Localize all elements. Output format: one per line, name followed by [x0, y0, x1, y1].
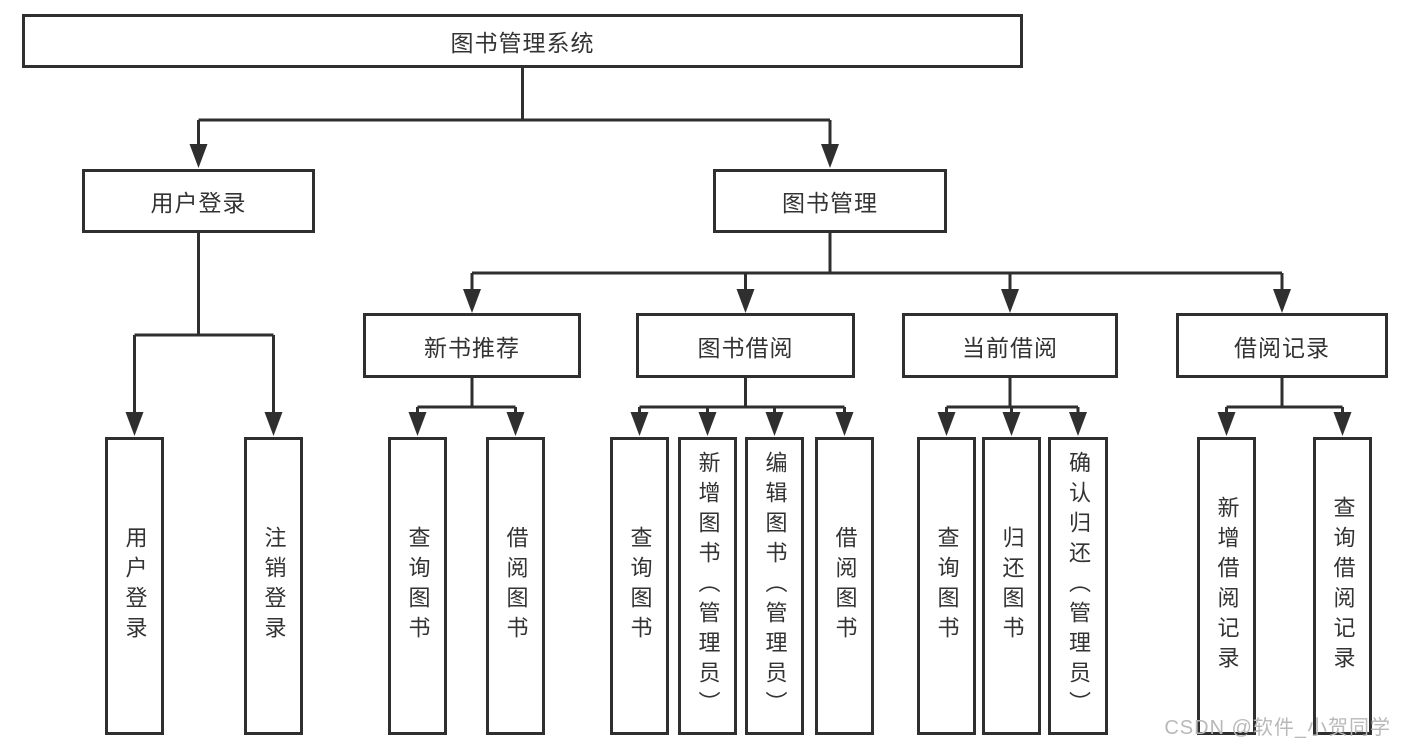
leaf-record-query-label: 查询借阅记录	[1330, 496, 1356, 676]
leaf-current-return-label: 归还图书	[999, 526, 1025, 646]
node-current-borrow-label: 当前借阅	[962, 334, 1058, 361]
node-root-label: 图书管理系统	[450, 30, 595, 56]
node-borrow-record-label: 借阅记录	[1234, 334, 1330, 361]
node-book-management-label: 图书管理	[782, 190, 878, 216]
leaf-current-query: 查询图书	[917, 437, 976, 735]
node-root-system: 图书管理系统	[22, 14, 1023, 68]
leaf-borrow-add-admin: 新增图书（管理员）	[678, 437, 737, 735]
leaf-newbook-query: 查询图书	[388, 437, 447, 735]
leaf-borrow-add-admin-label: 新增图书（管理员）	[695, 451, 721, 721]
node-borrow-record: 借阅记录	[1176, 313, 1388, 378]
leaf-borrow-book: 借阅图书	[815, 437, 874, 735]
leaf-user-login-label: 用户登录	[122, 526, 148, 646]
node-book-borrow-label: 图书借阅	[697, 334, 794, 361]
node-book-borrow: 图书借阅	[636, 313, 855, 378]
leaf-current-confirm-admin: 确认归还（管理员）	[1048, 437, 1108, 735]
leaf-logout-label: 注销登录	[261, 526, 287, 646]
leaf-newbook-borrow-label: 借阅图书	[503, 526, 529, 646]
leaf-borrow-edit-admin-label: 编辑图书（管理员）	[762, 451, 788, 721]
leaf-borrow-book-label: 借阅图书	[832, 526, 858, 646]
watermark: CSDN @软件_小贺同学	[1164, 717, 1391, 739]
node-book-management: 图书管理	[713, 169, 947, 233]
leaf-borrow-query-label: 查询图书	[627, 526, 653, 646]
leaf-current-return: 归还图书	[982, 437, 1041, 735]
leaf-record-add: 新增借阅记录	[1197, 437, 1256, 735]
node-user-login: 用户登录	[82, 169, 315, 233]
node-user-login-label: 用户登录	[150, 190, 247, 216]
leaf-newbook-borrow: 借阅图书	[486, 437, 545, 735]
leaf-record-query: 查询借阅记录	[1313, 437, 1372, 735]
leaf-current-query-label: 查询图书	[934, 526, 960, 646]
leaf-newbook-query-label: 查询图书	[405, 526, 431, 646]
leaf-logout: 注销登录	[244, 437, 303, 735]
leaf-borrow-query: 查询图书	[610, 437, 669, 735]
leaf-record-add-label: 新增借阅记录	[1214, 496, 1240, 676]
node-new-book-recommend: 新书推荐	[363, 313, 581, 378]
node-new-book-recommend-label: 新书推荐	[424, 334, 520, 361]
leaf-current-confirm-admin-label: 确认归还（管理员）	[1066, 451, 1091, 721]
node-current-borrow: 当前借阅	[902, 313, 1118, 378]
leaf-user-login: 用户登录	[105, 437, 164, 735]
leaf-borrow-edit-admin: 编辑图书（管理员）	[745, 437, 804, 735]
